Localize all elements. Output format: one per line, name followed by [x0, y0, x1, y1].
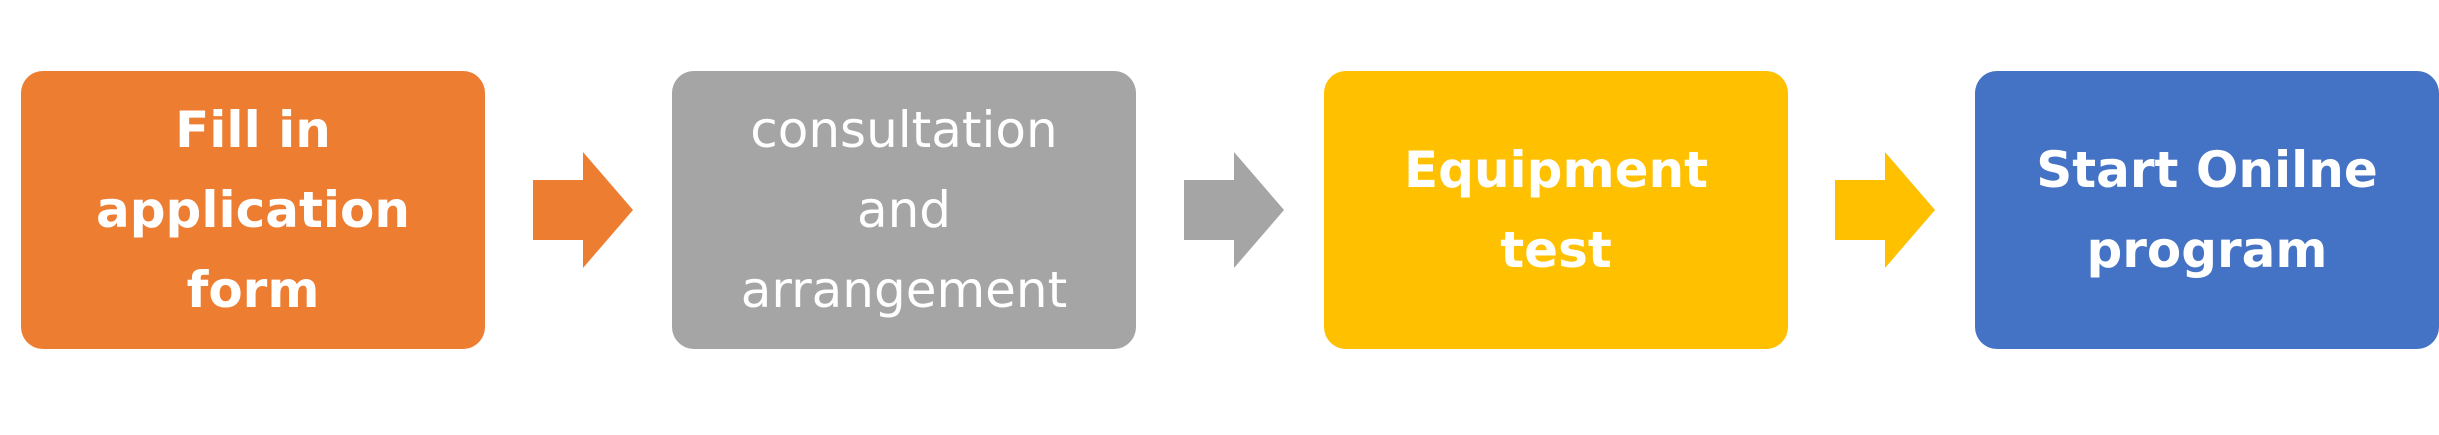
step-consultation-and-arrangement: consultation and arrangement — [672, 71, 1136, 349]
step-label: consultation and arrangement — [740, 101, 1068, 319]
step-equipment-test: Equipment test — [1324, 71, 1788, 349]
step-label: Equipment test — [1404, 141, 1708, 279]
step-label: Start Onilne program — [2036, 141, 2378, 279]
step-label: Fill in application form — [96, 101, 410, 319]
step-start-online-program: Start Onilne program — [1975, 71, 2439, 349]
right-arrow-icon — [1835, 152, 1935, 268]
step-fill-in-application-form: Fill in application form — [21, 71, 485, 349]
right-arrow-icon — [1184, 152, 1284, 268]
right-arrow-icon — [533, 152, 633, 268]
